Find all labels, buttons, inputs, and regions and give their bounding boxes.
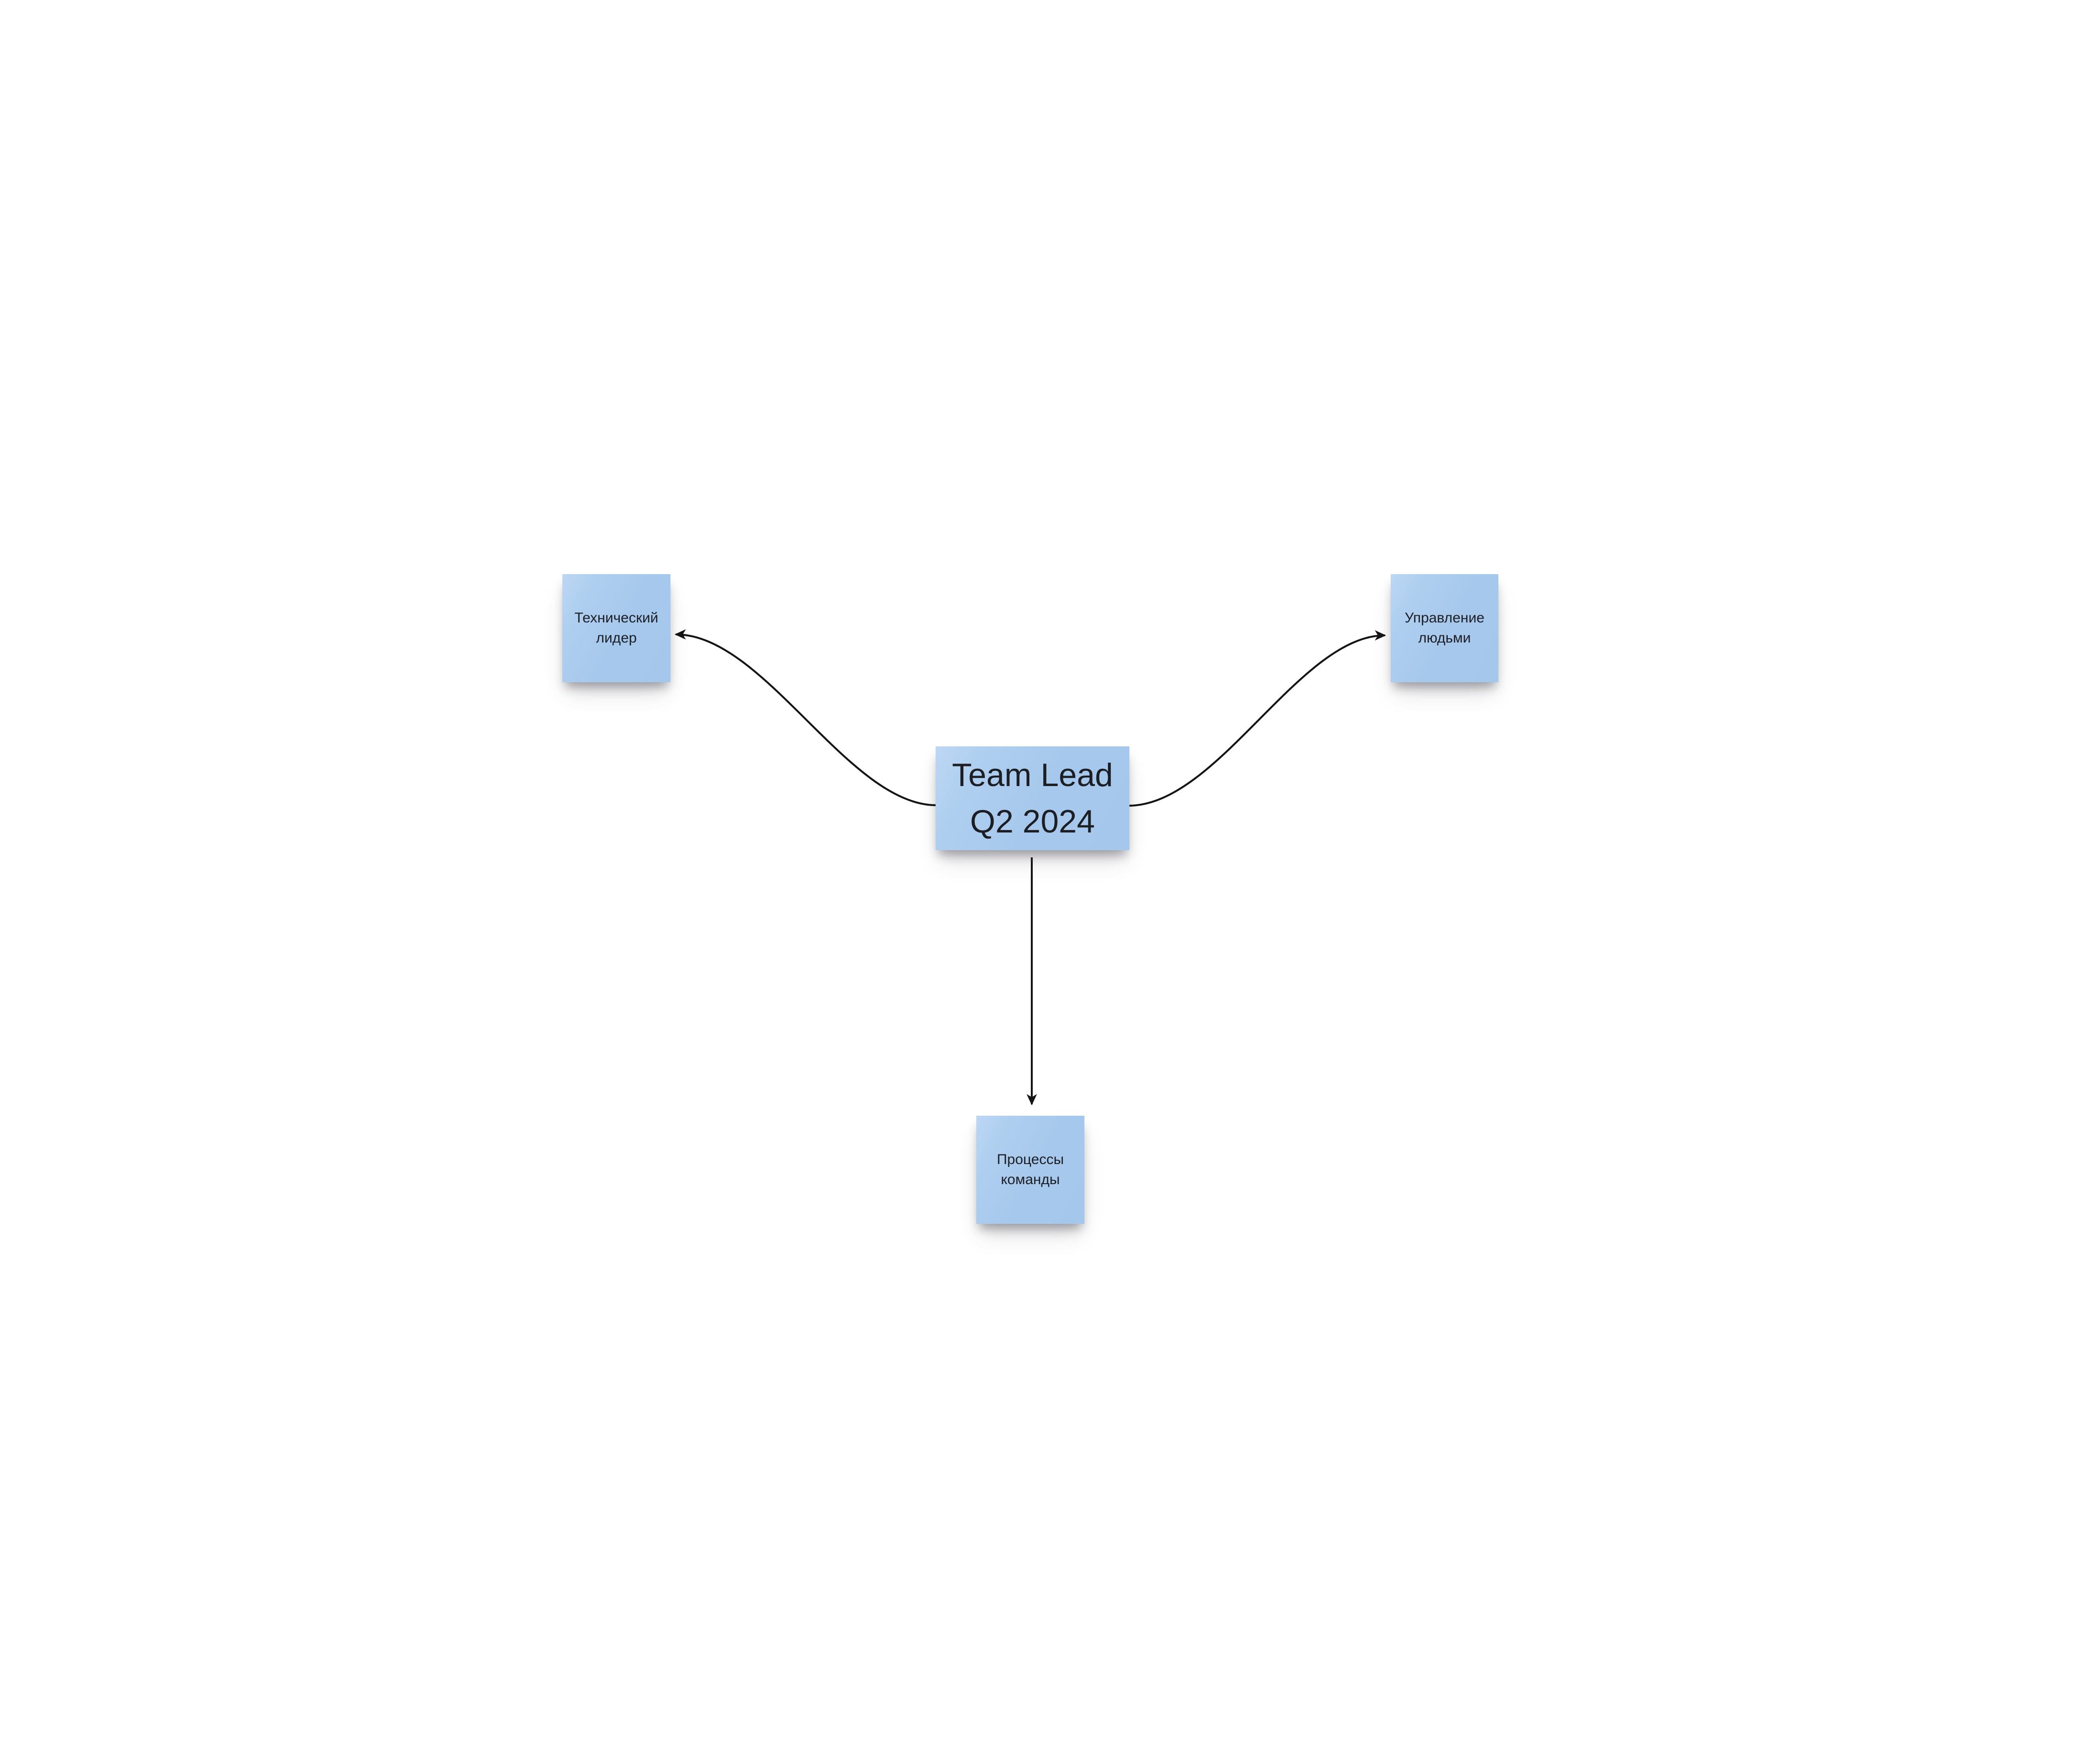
sticky-note-label: Управление людьми <box>1405 610 1484 646</box>
sticky-note-label: Технический лидер <box>574 610 659 646</box>
sticky-note-label: Team Lead Q2 2024 <box>952 756 1113 840</box>
sticky-note-team-processes[interactable]: Процессы команды <box>976 1116 1084 1224</box>
sticky-note-team-lead[interactable]: Team Lead Q2 2024 <box>936 746 1129 850</box>
sticky-note-label: Процессы команды <box>996 1152 1064 1187</box>
connector-center-to-people-management[interactable] <box>1128 630 1386 807</box>
sticky-note-technical-leader[interactable]: Технический лидер <box>562 574 670 682</box>
sticky-note-people-management[interactable]: Управление людьми <box>1391 574 1498 682</box>
connector-center-to-technical-leader[interactable] <box>674 629 937 806</box>
